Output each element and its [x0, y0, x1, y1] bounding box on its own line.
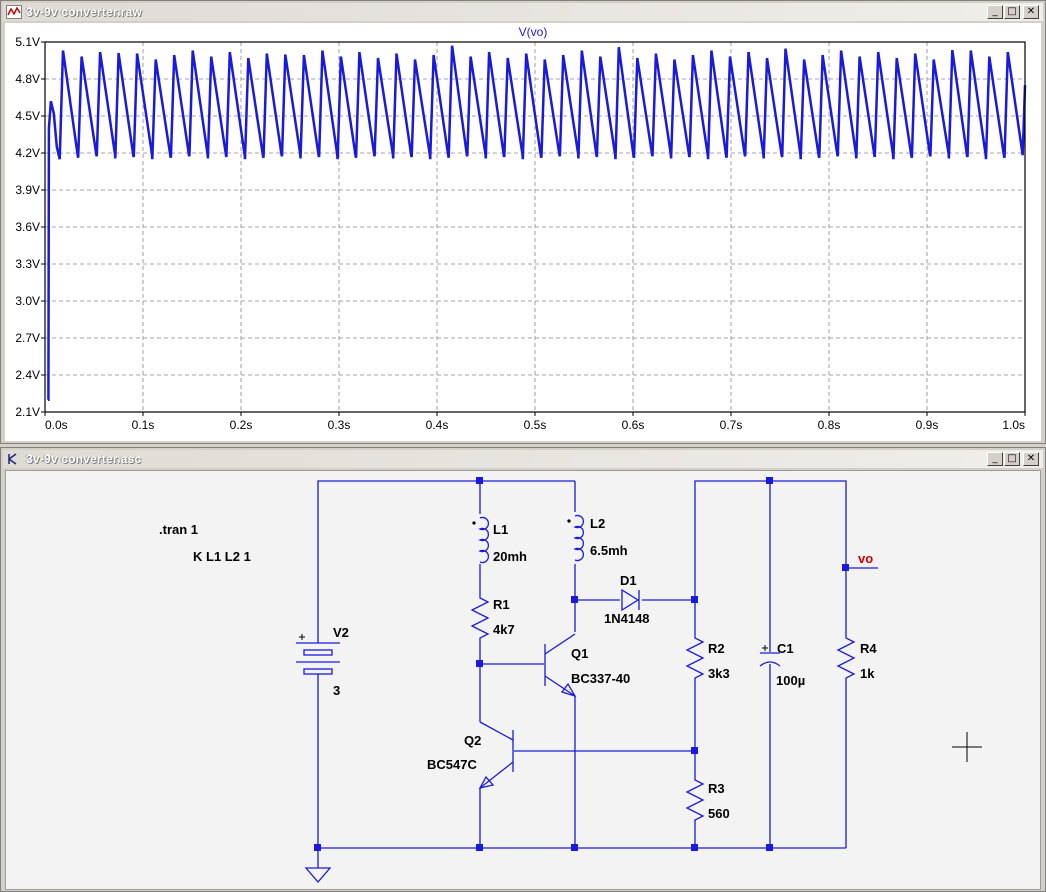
x-tick-label: 0.3s	[328, 418, 351, 432]
y-tick-label: 4.8V	[15, 72, 40, 86]
v2-label[interactable]: V2	[333, 625, 349, 640]
crosshair-cursor-icon	[952, 732, 982, 762]
y-tick-label: 3.6V	[15, 220, 40, 234]
coupling-directive[interactable]: K L1 L2 1	[193, 549, 251, 564]
y-tick-label: 3.9V	[15, 183, 40, 197]
plot-window-title: 3v-9v converter.raw	[26, 5, 142, 19]
r1-value[interactable]: 4k7	[493, 622, 515, 637]
y-tick-label: 2.4V	[15, 368, 40, 382]
x-axis-ticks: 0.0s 0.1s 0.2s 0.3s 0.4s 0.5s 0.6s 0.7s 0.8s 0.9s…	[44, 412, 1026, 432]
y-tick-label: 2.7V	[15, 331, 40, 345]
resistor-r2-symbol[interactable]	[685, 632, 705, 686]
close-button[interactable]: ✕	[1023, 452, 1039, 466]
y-tick-label: 3.3V	[15, 257, 40, 271]
plot-frame	[44, 41, 1026, 413]
battery-v2-symbol[interactable]	[296, 632, 340, 682]
x-tick-label: 0.6s	[622, 418, 645, 432]
minimize-button[interactable]: _	[987, 452, 1003, 466]
x-tick-label: 0.2s	[230, 418, 253, 432]
r1-label[interactable]: R1	[493, 597, 510, 612]
r3-label[interactable]: R3	[708, 781, 725, 796]
schematic-icon	[8, 453, 17, 465]
transistor-q2-symbol[interactable]	[478, 721, 514, 789]
schematic-canvas[interactable]: .tran 1 K L1 L2 1 V2 3 L1 20mh L2 6.5mh …	[6, 471, 1042, 887]
q1-value[interactable]: BC337-40	[571, 671, 630, 686]
x-tick-label: 0.9s	[916, 418, 939, 432]
resistor-r1-symbol[interactable]	[470, 592, 490, 644]
y-tick-label: 3.0V	[15, 294, 40, 308]
x-tick-label: 1.0s	[1002, 418, 1025, 432]
l1-phase-dot	[472, 521, 476, 525]
inductor-l2-symbol[interactable]	[573, 514, 585, 562]
y-tick-label: 4.2V	[15, 146, 40, 160]
wire[interactable]	[317, 480, 575, 632]
plot-window-titlebar[interactable]: 3v-9v converter.raw _ □ ✕	[3, 3, 1043, 21]
junctions	[314, 477, 849, 851]
close-button[interactable]: ✕	[1023, 5, 1039, 19]
d1-label[interactable]: D1	[620, 573, 637, 588]
maximize-button[interactable]: □	[1004, 5, 1020, 19]
tran-directive[interactable]: .tran 1	[159, 522, 198, 537]
wire[interactable]	[317, 682, 846, 849]
x-tick-label: 0.0s	[45, 418, 68, 432]
y-axis-ticks: 5.1V 4.8V 4.5V 4.2V 3.9V 3.6V 3.3V 3.0V 2.7V 2.4V…	[15, 35, 45, 419]
q1-label[interactable]: Q1	[571, 646, 588, 661]
x-tick-label: 0.5s	[524, 418, 547, 432]
maximize-button[interactable]: □	[1004, 452, 1020, 466]
l1-label[interactable]: L1	[493, 522, 508, 537]
r2-label[interactable]: R2	[708, 641, 725, 656]
minimize-button[interactable]: _	[987, 5, 1003, 19]
x-tick-label: 0.7s	[720, 418, 743, 432]
ground-symbol[interactable]	[304, 867, 332, 883]
diode-d1-symbol[interactable]	[621, 588, 640, 612]
schematic-window-titlebar[interactable]: 3v-9v converter.asc _ □ ✕	[3, 450, 1043, 468]
waveform-icon	[6, 5, 22, 19]
y-tick-label: 5.1V	[15, 35, 40, 49]
q2-label[interactable]: Q2	[464, 733, 481, 748]
d1-value[interactable]: 1N4148	[604, 611, 650, 626]
c1-value[interactable]: 100µ	[776, 673, 805, 688]
capacitor-c1-symbol[interactable]	[759, 652, 781, 667]
transistor-q1-symbol[interactable]	[544, 633, 577, 698]
l2-value[interactable]: 6.5mh	[590, 543, 628, 558]
trace-vo	[47, 45, 1027, 401]
l2-label[interactable]: L2	[590, 516, 605, 531]
plot-pane[interactable]: 5.1V 4.8V 4.5V 4.2V 3.9V 3.6V 3.3V 3.0V 2.7V 2.4V…	[5, 23, 1041, 441]
waveform-plot[interactable]: 5.1V 4.8V 4.5V 4.2V 3.9V 3.6V 3.3V 3.0V 2.7V 2.4V…	[5, 23, 1043, 441]
net-label-vo[interactable]: vo	[858, 551, 873, 566]
y-tick-label: 4.5V	[15, 109, 40, 123]
l1-value[interactable]: 20mh	[493, 549, 527, 564]
schematic-window[interactable]: 3v-9v converter.asc _ □ ✕	[0, 447, 1046, 892]
plot-window[interactable]: 3v-9v converter.raw _ □ ✕ 5.1V 4.8V 4.5V 4.…	[0, 0, 1046, 444]
trace-label[interactable]: V(vo)	[519, 25, 548, 39]
inductor-l1-symbol[interactable]	[478, 516, 490, 564]
l2-phase-dot	[567, 519, 571, 523]
x-tick-label: 0.8s	[818, 418, 841, 432]
resistor-r4-symbol[interactable]	[836, 632, 856, 686]
v2-value[interactable]: 3	[333, 683, 340, 698]
x-tick-label: 0.4s	[426, 418, 449, 432]
r2-value[interactable]: 3k3	[708, 666, 730, 681]
r4-value[interactable]: 1k	[860, 666, 875, 681]
schematic-pane[interactable]: .tran 1 K L1 L2 1 V2 3 L1 20mh L2 6.5mh …	[5, 470, 1041, 890]
y-tick-label: 2.1V	[15, 405, 40, 419]
x-tick-label: 0.1s	[132, 418, 155, 432]
resistor-r3-symbol[interactable]	[685, 774, 705, 824]
schematic-window-title: 3v-9v converter.asc	[26, 452, 142, 466]
r4-label[interactable]: R4	[860, 641, 877, 656]
r3-value[interactable]: 560	[708, 806, 730, 821]
c1-label[interactable]: C1	[777, 641, 794, 656]
q2-value[interactable]: BC547C	[427, 757, 477, 772]
